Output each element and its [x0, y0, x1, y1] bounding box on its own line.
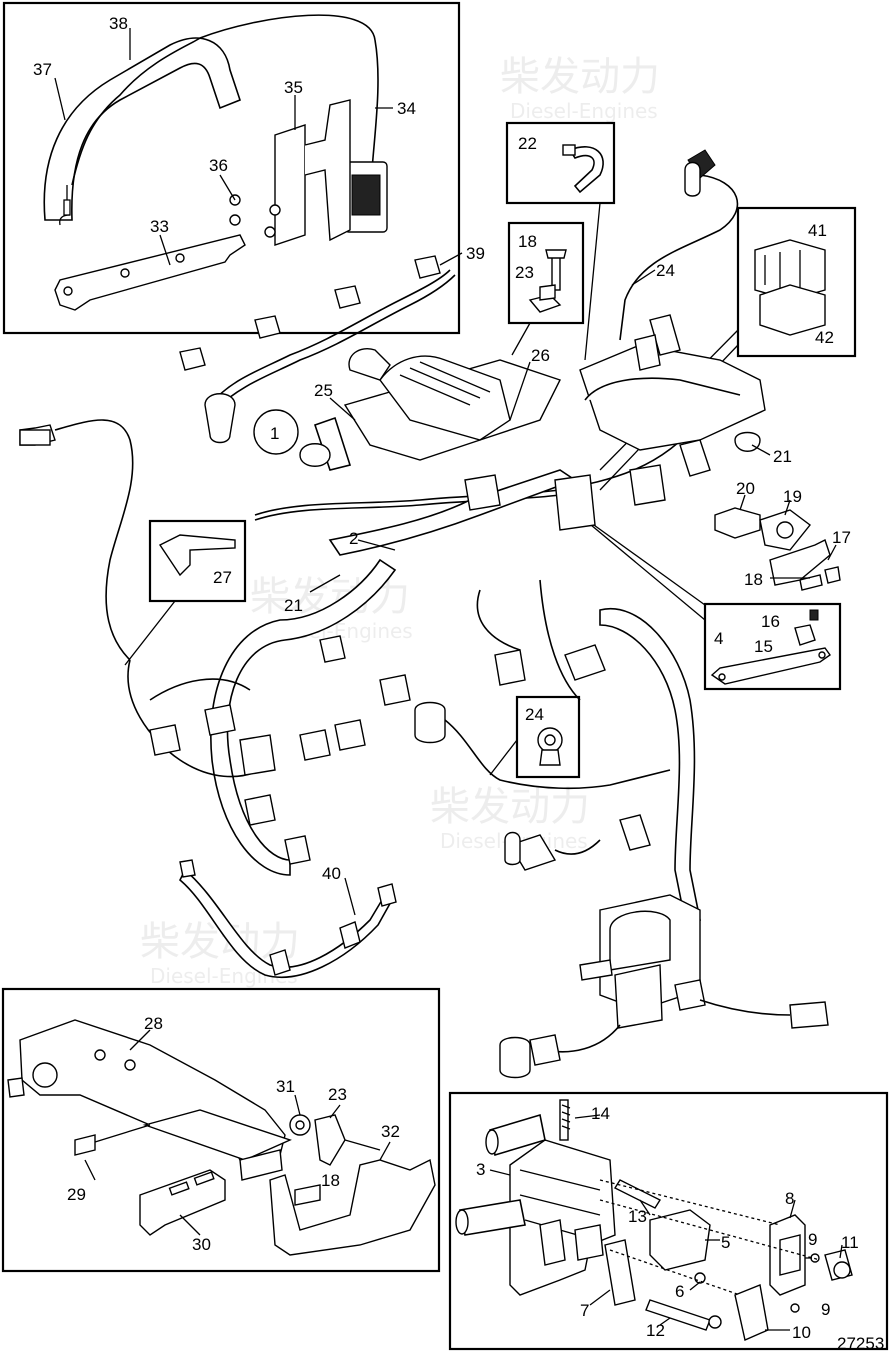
inset-22 [505, 121, 616, 361]
inset-41-42 [599, 206, 857, 491]
callout-25: 25 [314, 381, 333, 400]
callout-31: 31 [276, 1077, 295, 1096]
callout-10: 10 [792, 1323, 811, 1342]
callout-23-box: 23 [515, 263, 534, 282]
callout-24-top: 24 [656, 261, 675, 280]
watermark-text: 柴发动力 [430, 784, 590, 830]
injector-connector [179, 255, 441, 371]
callout-22: 22 [518, 134, 537, 153]
inset-24 [489, 695, 581, 779]
callout-16: 16 [761, 612, 780, 631]
callout-2: 2 [349, 529, 358, 548]
inset-top-left [2, 1, 463, 335]
callout-5: 5 [721, 1233, 730, 1252]
callout-32: 32 [381, 1122, 400, 1141]
callout-13: 13 [628, 1207, 647, 1226]
callout-11: 11 [841, 1233, 859, 1252]
inset-27 [124, 519, 247, 666]
callout-9-bottom: 9 [821, 1300, 830, 1319]
callout-18-box: 18 [518, 232, 537, 251]
callout-23-bottom: 23 [328, 1085, 347, 1104]
callout-15: 15 [754, 637, 773, 656]
main-harness [19, 149, 841, 1079]
inset-4-15-16 [579, 514, 842, 691]
inset-18-23 [507, 221, 585, 356]
callout-19: 19 [783, 487, 802, 506]
callout-38: 38 [109, 14, 128, 33]
callout-labels: 38 37 35 34 36 33 39 22 18 23 41 42 24 2… [33, 14, 884, 1351]
callout-18-right: 18 [744, 570, 763, 589]
inset-bottom-right [448, 1091, 889, 1351]
callout-6: 6 [675, 1282, 684, 1301]
watermark-text: 柴发动力 [500, 54, 660, 100]
inset-bottom-left [1, 987, 441, 1273]
callout-30: 30 [192, 1235, 211, 1254]
callout-14: 14 [591, 1104, 610, 1123]
callout-9-top: 9 [808, 1230, 817, 1249]
callout-29: 29 [67, 1185, 86, 1204]
callout-7: 7 [580, 1301, 589, 1320]
callout-42: 42 [815, 328, 834, 347]
callout-37: 37 [33, 60, 52, 79]
drawing-number: 27253 [837, 1334, 884, 1351]
callout-24-box: 24 [525, 705, 544, 724]
callout-39: 39 [466, 244, 485, 263]
callout-21-right: 21 [773, 447, 792, 466]
callout-34: 34 [397, 99, 416, 118]
callout-3: 3 [476, 1160, 485, 1179]
callout-20: 20 [736, 479, 755, 498]
callout-36: 36 [209, 156, 228, 175]
callout-4: 4 [714, 629, 723, 648]
callout-1: 1 [270, 424, 279, 443]
callout-17: 17 [832, 528, 851, 547]
harness-connector [149, 635, 411, 865]
callout-12: 12 [646, 1321, 665, 1340]
watermark-text: Diesel-Engines [510, 99, 658, 123]
callout-27: 27 [213, 568, 232, 587]
callout-35: 35 [284, 78, 303, 97]
callout-21-left: 21 [284, 596, 303, 615]
callout-18-bottom: 18 [321, 1171, 340, 1190]
callout-28: 28 [144, 1014, 163, 1033]
callout-41: 41 [808, 221, 827, 240]
callout-8: 8 [785, 1189, 794, 1208]
callout-33: 33 [150, 217, 169, 236]
callout-40: 40 [322, 864, 341, 883]
callout-26: 26 [531, 346, 550, 365]
callout-circle [253, 409, 299, 455]
